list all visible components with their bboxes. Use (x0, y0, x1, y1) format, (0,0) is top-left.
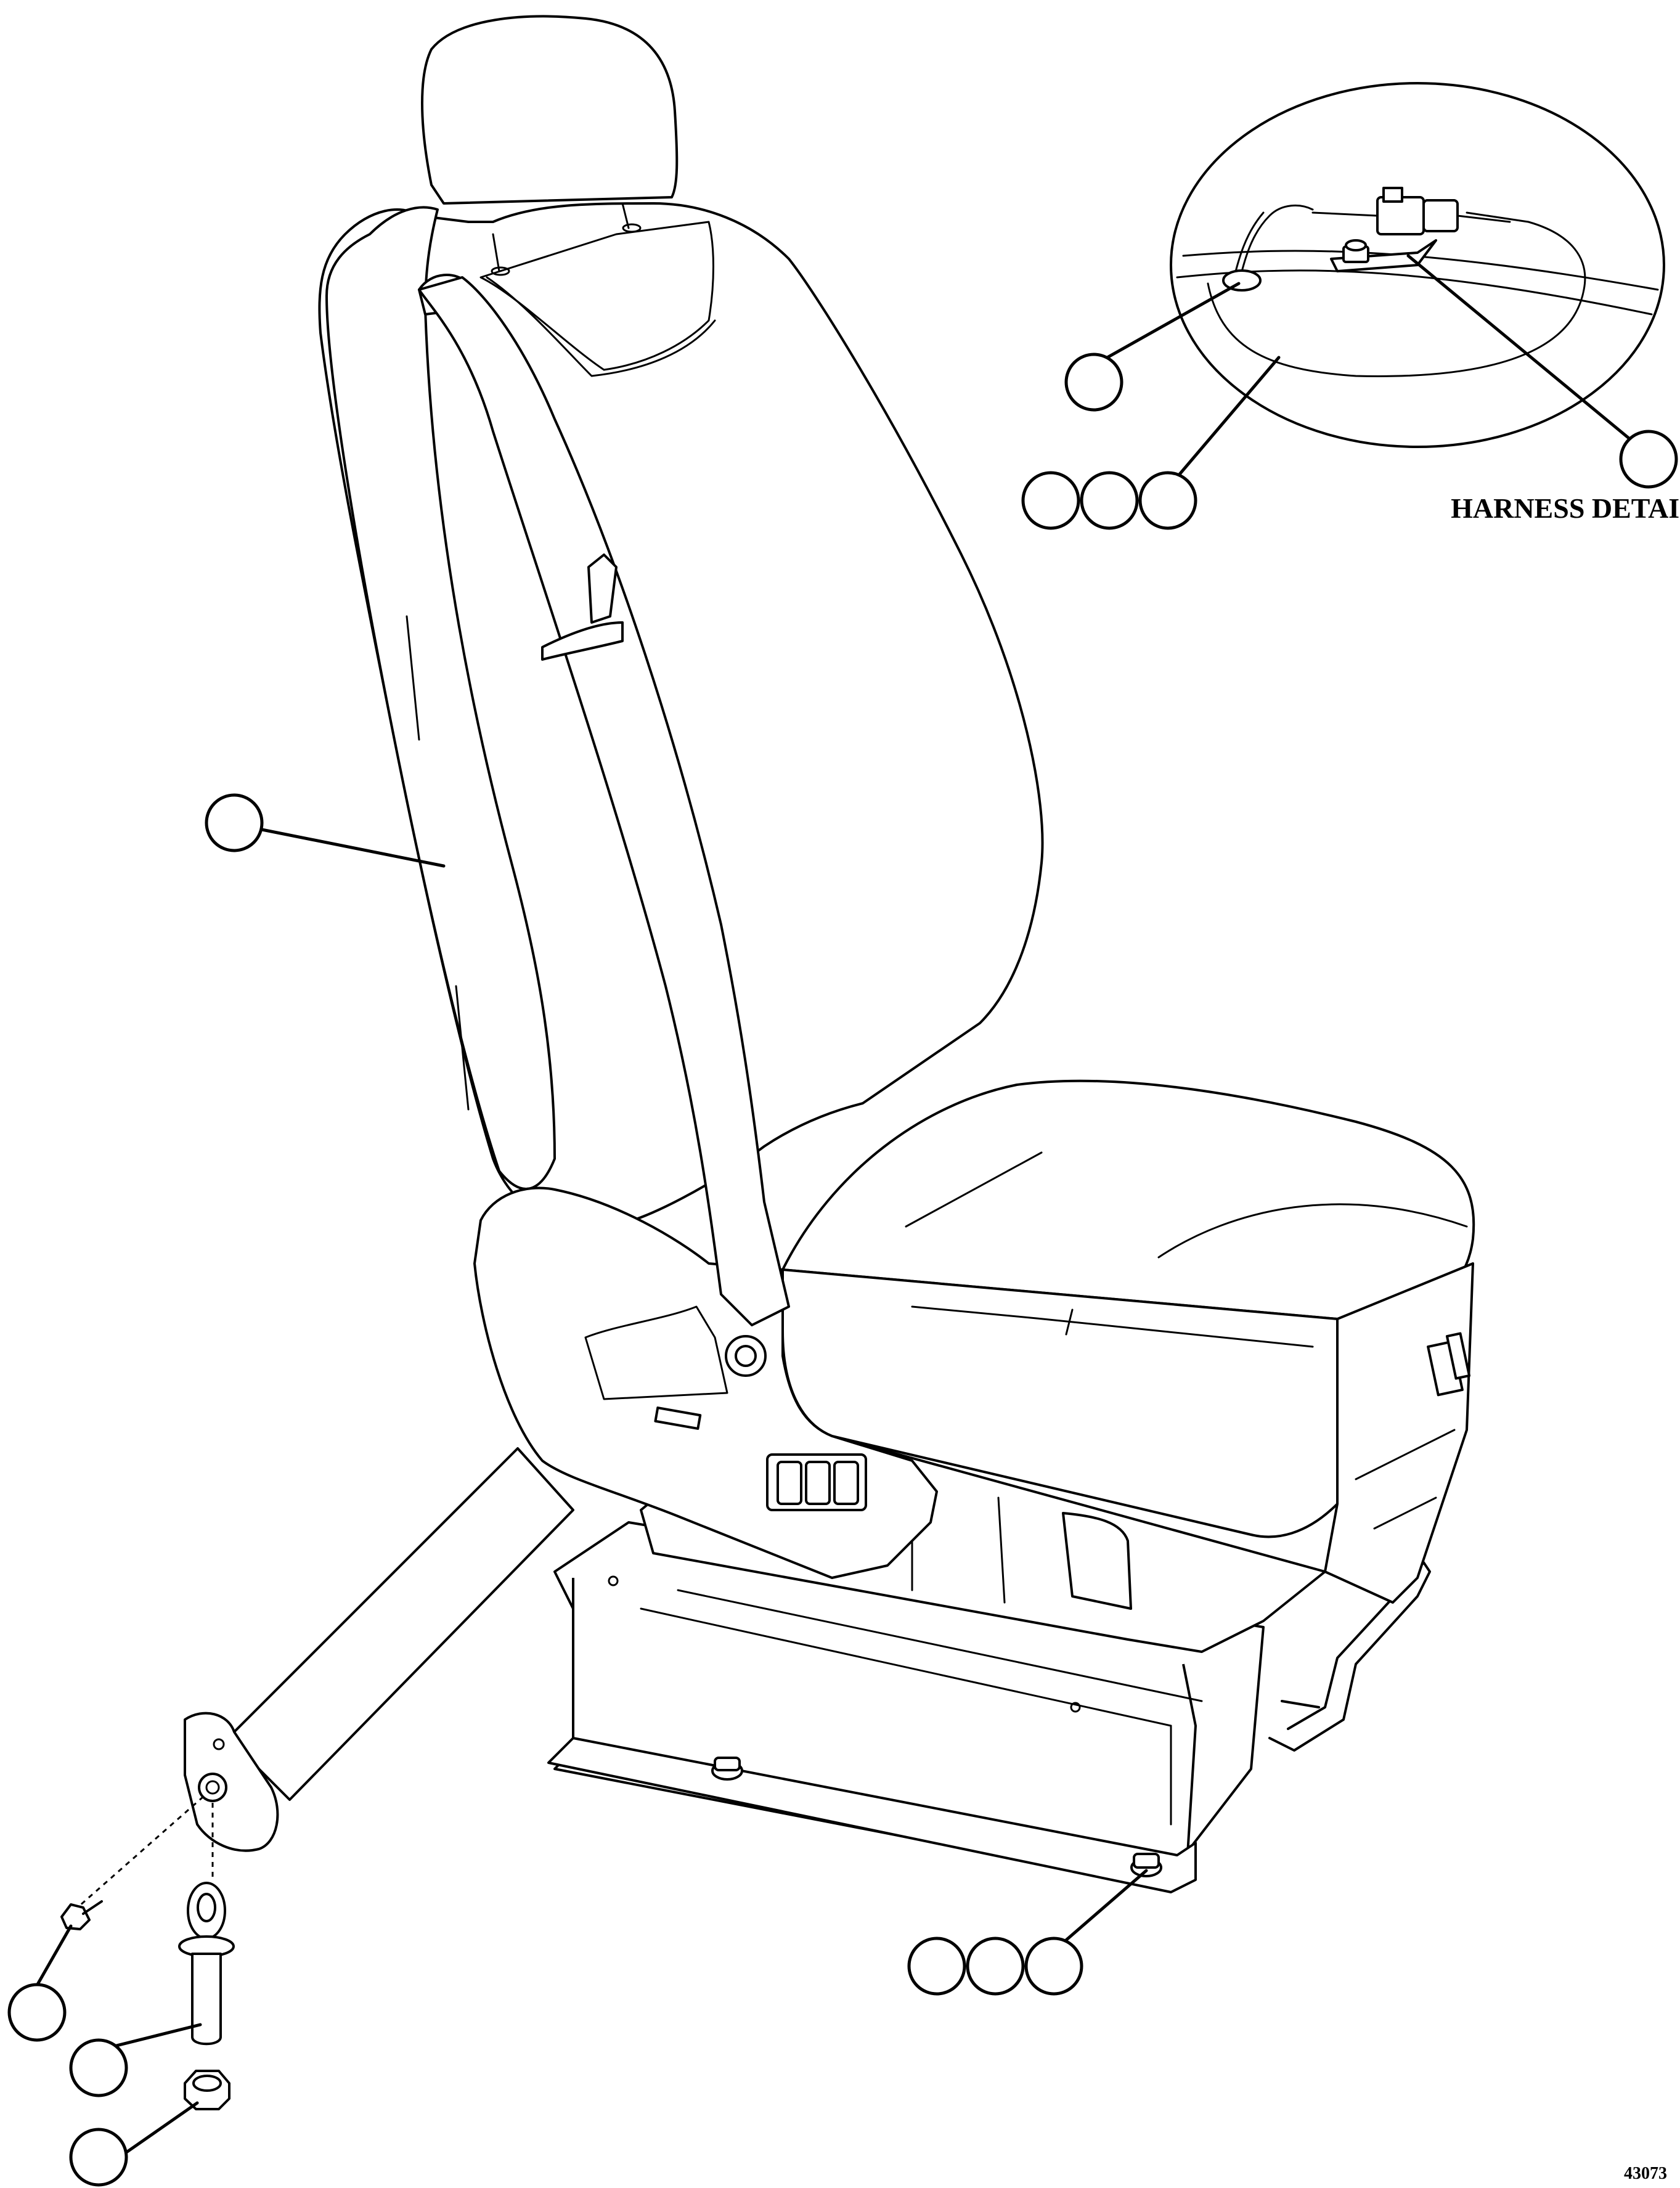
callout-nut (69, 2128, 128, 2187)
callout-riser-bolt-3 (1024, 1937, 1083, 1996)
callout-eye-bolt (69, 2038, 128, 2097)
callout-harness-2 (1080, 471, 1139, 530)
callout-screw (7, 1983, 67, 2042)
callout-bubbles (7, 353, 1678, 2187)
harness-detail-inset (1170, 82, 1665, 448)
seat-side-bolster (473, 1186, 938, 1579)
seat-belt-webbing (184, 276, 790, 1852)
callout-riser-bolt-2 (966, 1937, 1025, 1996)
callout-harness-1 (1021, 471, 1080, 530)
seat-back (318, 15, 1044, 1229)
callout-harness-3 (1138, 471, 1197, 530)
callout-riser-bolt-1 (907, 1937, 966, 1996)
callout-harness-grommet (1064, 353, 1123, 412)
figure-number: 43073 (1624, 2164, 1667, 2183)
anchor-hardware (60, 1795, 235, 2110)
callout-harness-bracket (1619, 430, 1678, 489)
harness-detail-title: HARNESS DETAIL (1451, 492, 1680, 524)
callout-seat (205, 793, 264, 852)
